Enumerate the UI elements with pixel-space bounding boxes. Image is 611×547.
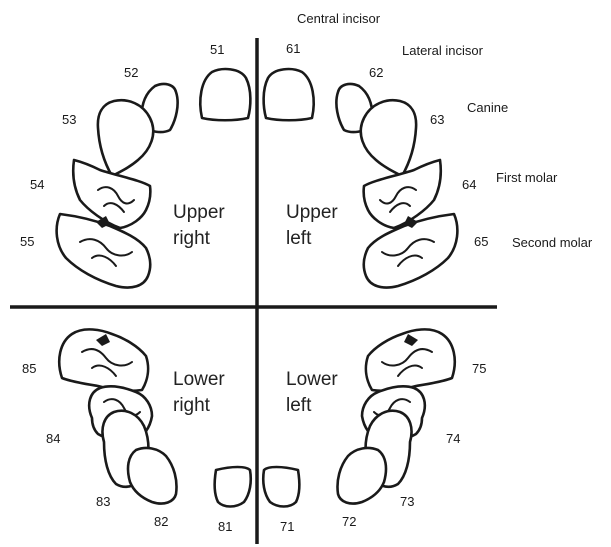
number-65: 65 [474, 234, 488, 249]
number-72: 72 [342, 514, 356, 529]
quadrant-lower-right: Lower right [173, 369, 230, 416]
number-55: 55 [20, 234, 34, 249]
number-83: 83 [96, 494, 110, 509]
tooth-82 [128, 448, 177, 504]
quadrant-upper-left: Upper left [286, 202, 343, 249]
number-51: 51 [210, 42, 224, 57]
tooth-81 [215, 467, 251, 507]
label-first-molar: First molar [496, 170, 558, 185]
upper-left-teeth [264, 69, 458, 287]
quadrant-upper-right: Upper right [173, 202, 230, 249]
number-62: 62 [369, 65, 383, 80]
number-61: 61 [286, 41, 300, 56]
number-53: 53 [62, 112, 76, 127]
number-52: 52 [124, 65, 138, 80]
lower-right-teeth [59, 329, 251, 506]
number-82: 82 [154, 514, 168, 529]
label-central-incisor: Central incisor [297, 11, 381, 26]
number-73: 73 [400, 494, 414, 509]
upper-right-teeth [57, 69, 251, 287]
lower-left-teeth [263, 329, 455, 506]
tooth-51 [200, 69, 250, 120]
label-lateral-incisor: Lateral incisor [402, 43, 484, 58]
number-63: 63 [430, 112, 444, 127]
number-75: 75 [472, 361, 486, 376]
number-74: 74 [446, 431, 460, 446]
number-84: 84 [46, 431, 60, 446]
label-second-molar: Second molar [512, 235, 593, 250]
number-81: 81 [218, 519, 232, 534]
number-71: 71 [280, 519, 294, 534]
number-54: 54 [30, 177, 44, 192]
number-85: 85 [22, 361, 36, 376]
number-64: 64 [462, 177, 476, 192]
quadrant-lower-left: Lower left [286, 369, 343, 416]
tooth-53 [98, 100, 153, 176]
label-canine: Canine [467, 100, 508, 115]
